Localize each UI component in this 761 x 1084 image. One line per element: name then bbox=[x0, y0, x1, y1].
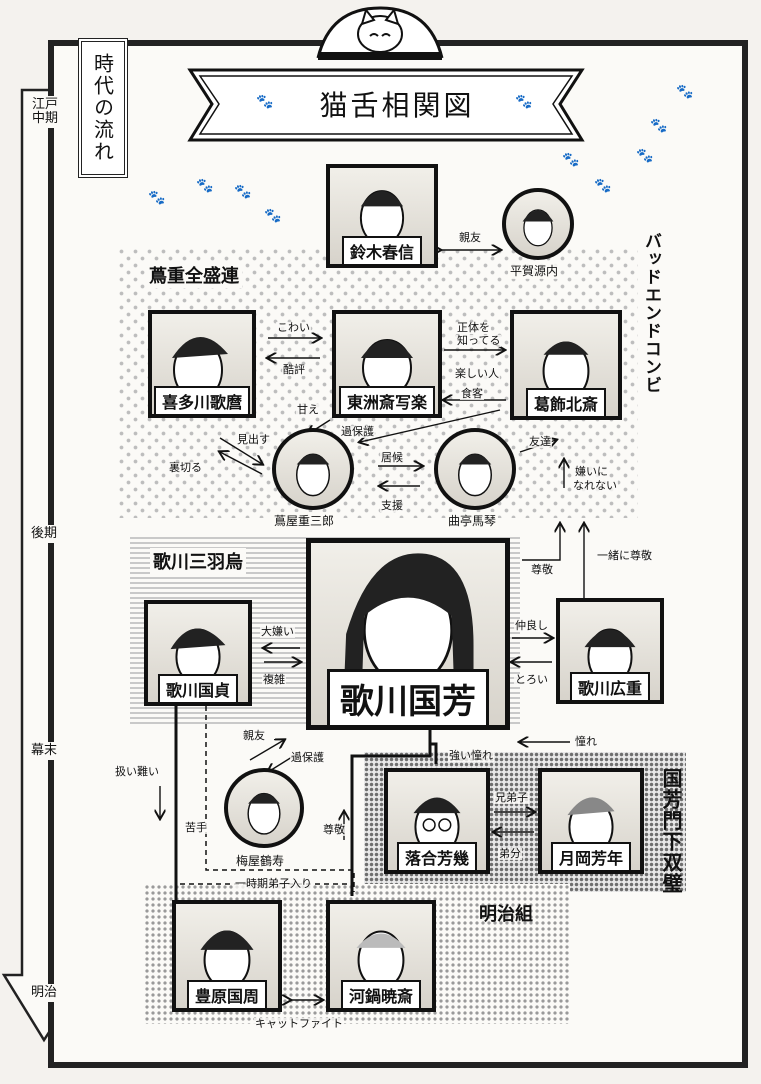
sharaku-face-icon bbox=[361, 339, 413, 397]
rel-tomodachi: 友達 bbox=[528, 435, 552, 448]
rel-issho: 一緒に尊敬 bbox=[596, 549, 653, 562]
era-late: 後期 bbox=[30, 525, 59, 543]
name-harunobu: 鈴木春信 bbox=[341, 236, 423, 264]
name-kakuju: 梅屋鶴寿 bbox=[234, 852, 287, 869]
rel-tanoshii: 楽しい人 bbox=[454, 367, 500, 380]
era-meiji: 明治 bbox=[30, 984, 59, 1002]
rel-shinyu-top: 親友 bbox=[458, 231, 482, 244]
rel-shokkaku: 食客 bbox=[460, 387, 484, 400]
rel-kirai-2: なれない bbox=[572, 479, 618, 492]
rel-amae: 甘え bbox=[296, 403, 320, 416]
paw-icon: 🐾 bbox=[562, 152, 580, 168]
portrait-kyosai: 河鍋暁斎 bbox=[326, 900, 436, 1012]
rel-shien: 支援 bbox=[380, 499, 404, 512]
rel-shinyu-mid: 親友 bbox=[242, 729, 266, 742]
paw-icon: 🐾 bbox=[148, 190, 166, 206]
name-gennai: 平賀源内 bbox=[508, 262, 561, 279]
name-chikanobu: 豊原国周 bbox=[186, 980, 268, 1008]
rel-catfight: キャットファイト bbox=[254, 1017, 344, 1030]
kakuju-face-icon bbox=[247, 792, 281, 835]
name-utamaro: 喜多川歌麿 bbox=[153, 386, 251, 414]
portrait-sharaku: 東洲斎写楽 bbox=[332, 310, 442, 418]
portrait-gennai bbox=[502, 188, 574, 260]
name-juzaburo: 蔦屋重三郎 bbox=[272, 512, 337, 529]
name-hokusai: 葛飾北斎 bbox=[525, 388, 607, 416]
rel-kahogo-top: 過保護 bbox=[340, 425, 375, 438]
rel-daikirai: 大嫌い bbox=[260, 625, 295, 638]
juzaburo-face-icon bbox=[295, 453, 331, 497]
rel-sonkei-left: 尊敬 bbox=[322, 823, 346, 836]
name-yoshitoshi: 月岡芳年 bbox=[550, 842, 632, 870]
name-hiroshige: 歌川広重 bbox=[569, 672, 651, 700]
paw-icon: 🐾 bbox=[196, 178, 214, 194]
era-edo-mid: 江戸中期 bbox=[28, 96, 62, 128]
paw-icon: 🐾 bbox=[515, 94, 533, 110]
rel-uragiru: 裏切る bbox=[168, 461, 203, 474]
rel-kyodai: 兄弟子 bbox=[494, 791, 529, 804]
portrait-kuniyoshi: 歌川国芳 bbox=[306, 538, 510, 730]
paw-icon: 🐾 bbox=[234, 184, 252, 200]
rel-shotai-1: 正体を bbox=[456, 321, 491, 334]
yoshiiku-face-icon bbox=[413, 797, 461, 856]
paw-icon: 🐾 bbox=[594, 178, 612, 194]
paw-icon: 🐾 bbox=[650, 118, 668, 134]
portrait-chikanobu: 豊原国周 bbox=[172, 900, 282, 1012]
paw-icon: 🐾 bbox=[264, 208, 282, 224]
kyosai-face-icon bbox=[356, 930, 406, 990]
portrait-juzaburo bbox=[272, 428, 354, 510]
rel-kahogo-mid: 過保護 bbox=[290, 751, 325, 764]
utamaro-face-icon bbox=[172, 336, 228, 401]
portrait-bakin bbox=[434, 428, 516, 510]
rel-fukuzatsu: 複雑 bbox=[262, 673, 286, 686]
rel-iso: 居候 bbox=[380, 451, 404, 464]
name-sharaku: 東洲斎写楽 bbox=[338, 386, 436, 414]
portrait-yoshitoshi: 月岡芳年 bbox=[538, 768, 644, 874]
paw-icon: 🐾 bbox=[636, 148, 654, 164]
portrait-hokusai: 葛飾北斎 bbox=[510, 310, 622, 420]
name-yoshiiku: 落合芳幾 bbox=[396, 842, 478, 870]
group-label-sanbagarasu: 歌川三羽烏 bbox=[150, 548, 246, 574]
chikanobu-face-icon bbox=[200, 930, 254, 990]
name-kyosai: 河鍋暁斎 bbox=[340, 980, 422, 1008]
group-label-sohe: 国芳門下双璧 bbox=[659, 768, 683, 894]
group-label-meiji: 明治組 bbox=[479, 904, 533, 925]
timeline-label: 時代の流れ bbox=[90, 53, 115, 163]
portrait-kunisada: 歌川国貞 bbox=[144, 600, 252, 706]
rel-akogare: 憧れ bbox=[574, 735, 598, 748]
era-bakumatsu: 幕末 bbox=[30, 742, 59, 760]
name-kuniyoshi: 歌川国芳 bbox=[327, 669, 489, 725]
group-label-tsutaju: 蔦重全盛連 bbox=[146, 262, 242, 288]
title-banner bbox=[187, 6, 585, 142]
rel-kirai-1: 嫌いに bbox=[574, 465, 609, 478]
page-title: 猫舌相関図 bbox=[319, 89, 475, 122]
gennai-face-icon bbox=[522, 209, 554, 247]
kunisada-face-icon bbox=[170, 628, 226, 686]
portrait-utamaro: 喜多川歌麿 bbox=[148, 310, 256, 418]
rel-tsuyoi-akogare: 強い憧れ bbox=[448, 749, 494, 762]
rel-torori: とろい bbox=[514, 673, 549, 686]
portrait-harunobu: 鈴木春信 bbox=[326, 164, 438, 268]
rel-nigate: 苦手 bbox=[184, 821, 208, 834]
name-bakin: 曲亭馬琴 bbox=[446, 512, 499, 529]
timeline-label-box: 時代の流れ bbox=[78, 38, 128, 178]
group-label-bad-end: バッドエンドコンビ bbox=[641, 232, 661, 394]
portrait-yoshiiku: 落合芳幾 bbox=[384, 768, 490, 874]
portrait-kakuju bbox=[224, 768, 304, 848]
cat-face-icon bbox=[357, 7, 403, 53]
rel-shotai-2: 知ってる bbox=[456, 334, 502, 347]
rel-ichiji: 一時期弟子入り bbox=[234, 877, 313, 890]
paw-icon: 🐾 bbox=[676, 84, 694, 100]
rel-atsukai: 扱い難い bbox=[114, 765, 160, 778]
rel-midasu: 見出す bbox=[236, 433, 271, 446]
rel-kowai: こわい bbox=[276, 321, 311, 334]
portrait-hiroshige: 歌川広重 bbox=[556, 598, 664, 704]
name-kunisada: 歌川国貞 bbox=[157, 674, 239, 702]
rel-otobun: 弟分 bbox=[498, 847, 522, 860]
rel-kokuhyo: 酷評 bbox=[282, 363, 306, 376]
paw-icon: 🐾 bbox=[256, 94, 274, 110]
hokusai-face-icon bbox=[542, 341, 590, 401]
rel-nakayoshi: 仲良し bbox=[514, 619, 549, 632]
rel-sonkei-right: 尊敬 bbox=[530, 563, 554, 576]
bakin-face-icon bbox=[457, 453, 493, 497]
